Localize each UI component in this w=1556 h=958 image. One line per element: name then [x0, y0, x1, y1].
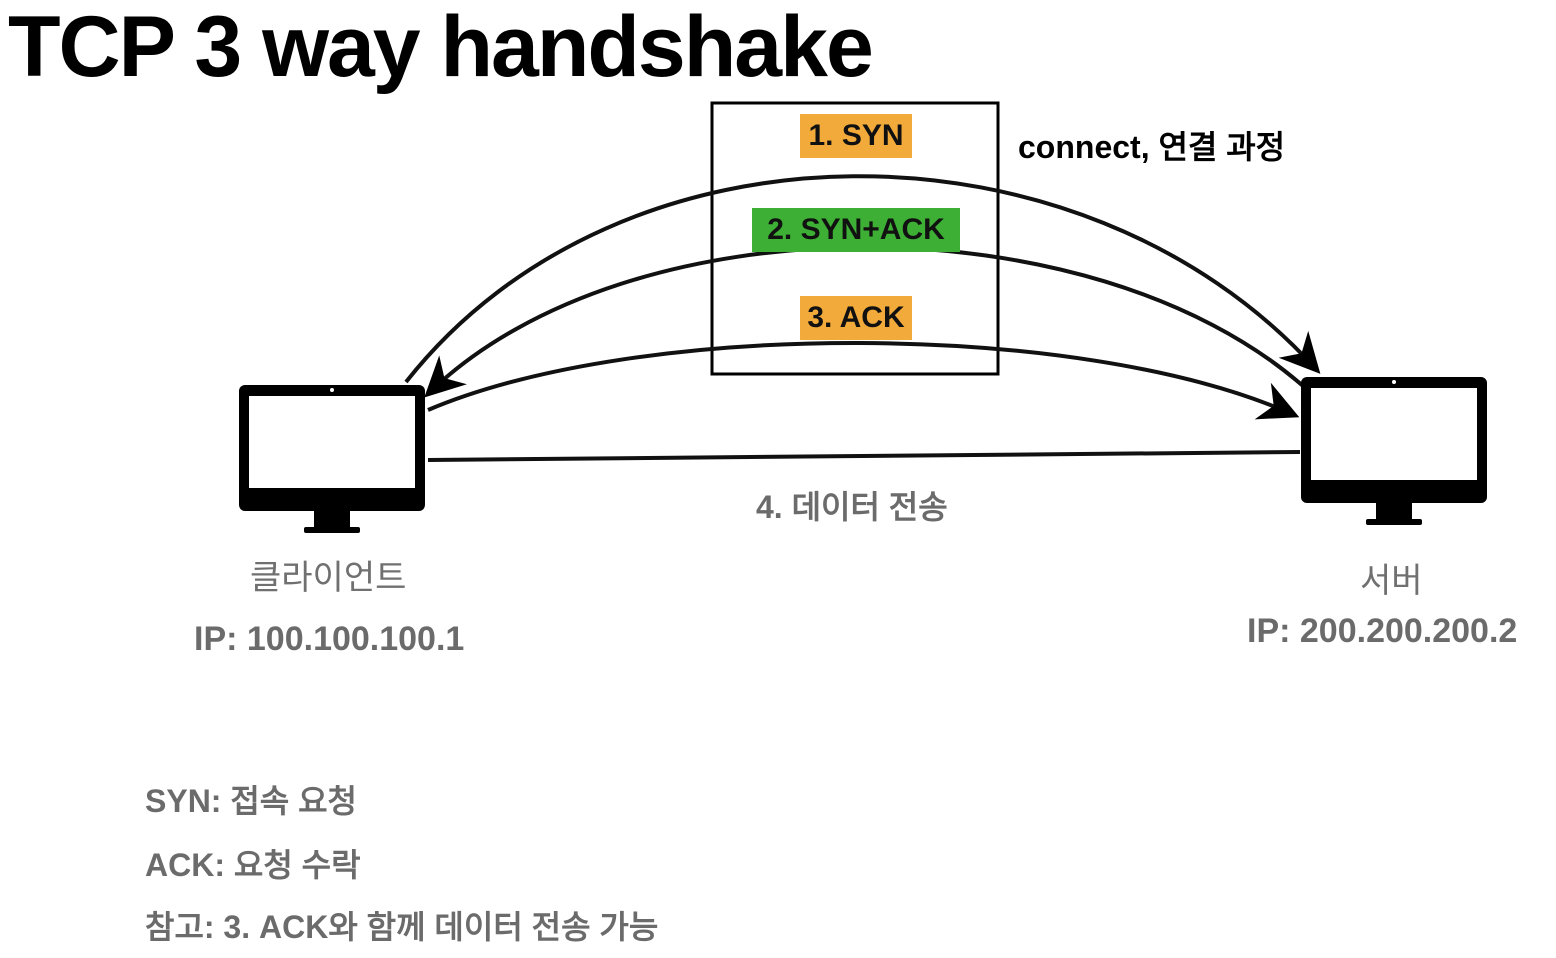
- syn-arrow: [404, 174, 1321, 384]
- client-ip: IP: 100.100.100.1: [194, 620, 465, 658]
- ack-arrow: [427, 341, 1300, 420]
- page-title: TCP 3 way handshake: [8, 0, 874, 95]
- handshake-box: [710, 101, 1000, 376]
- ack-label: 3. ACK: [800, 296, 912, 340]
- note-ack: ACK: 요청 수락: [145, 847, 361, 883]
- syn-ack-label: 2. SYN+ACK: [752, 208, 960, 252]
- note-reference: 참고: 3. ACK와 함께 데이터 전송 가능: [145, 909, 659, 945]
- connect-note: connect, 연결 과정: [1018, 129, 1286, 165]
- server-name: 서버: [1360, 562, 1423, 600]
- data-transfer-line: [427, 450, 1301, 462]
- server-ip: IP: 200.200.200.2: [1247, 612, 1518, 650]
- server-monitor-icon: [1301, 377, 1487, 525]
- data-transfer-label: 4. 데이터 전송: [756, 489, 948, 525]
- client-name: 클라이언트: [250, 559, 407, 597]
- client-monitor-icon: [239, 385, 425, 533]
- note-syn: SYN: 접속 요청: [145, 783, 357, 819]
- syn-label: 1. SYN: [800, 114, 912, 158]
